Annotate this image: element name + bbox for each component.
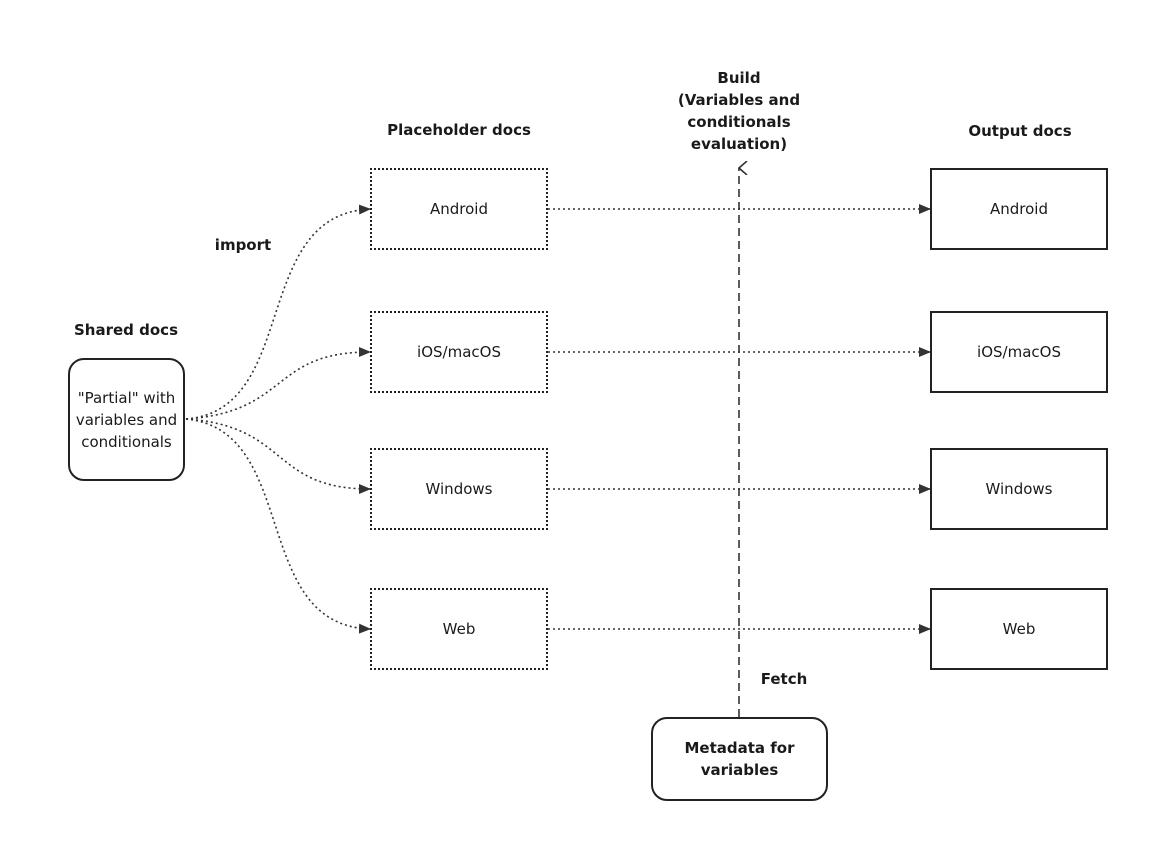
output-web-node[interactable]: Web bbox=[930, 588, 1108, 670]
shared-partial-node[interactable]: "Partial" with variables and conditional… bbox=[68, 358, 185, 481]
metadata-node[interactable]: Metadata for variables bbox=[651, 717, 828, 801]
import-arrow-windows bbox=[185, 418, 371, 494]
import-arrow-ios-macos bbox=[185, 347, 371, 420]
import-arrow-web bbox=[185, 418, 371, 634]
placeholder-windows-node[interactable]: Windows bbox=[370, 448, 548, 530]
fetch-label: Fetch bbox=[760, 670, 808, 688]
output-ios-macos-node[interactable]: iOS/macOS bbox=[930, 311, 1108, 393]
import-arrow-android bbox=[185, 204, 371, 420]
output-docs-heading: Output docs bbox=[968, 122, 1072, 140]
placeholder-docs-heading: Placeholder docs bbox=[387, 121, 531, 139]
output-android-node[interactable]: Android bbox=[930, 168, 1108, 250]
import-label: import bbox=[214, 236, 272, 254]
shared-docs-heading: Shared docs bbox=[74, 321, 178, 339]
placeholder-web-node[interactable]: Web bbox=[370, 588, 548, 670]
output-windows-node[interactable]: Windows bbox=[930, 448, 1108, 530]
placeholder-ios-macos-node[interactable]: iOS/macOS bbox=[370, 311, 548, 393]
placeholder-android-node[interactable]: Android bbox=[370, 168, 548, 250]
build-heading: Build (Variables and conditionals evalua… bbox=[677, 69, 801, 153]
